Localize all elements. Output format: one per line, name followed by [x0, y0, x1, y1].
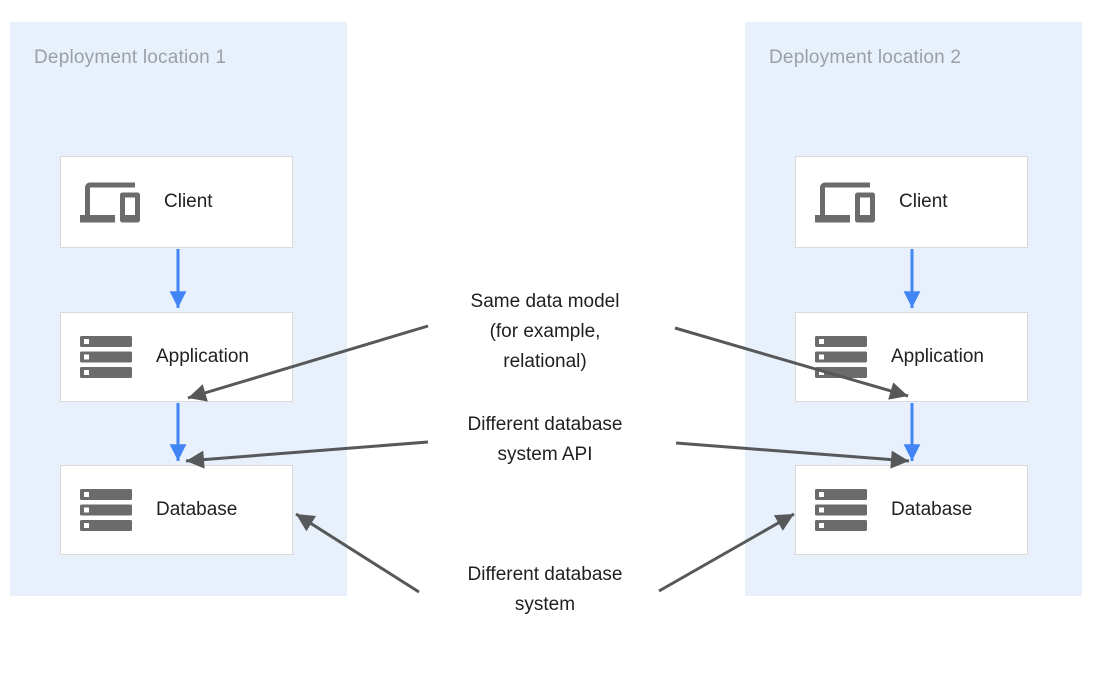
- application-label: Application: [156, 346, 249, 367]
- database-label: Database: [891, 499, 973, 520]
- storage-icon: [80, 336, 132, 378]
- client-node-2: Client: [795, 156, 1028, 248]
- devices-icon: [815, 182, 875, 222]
- client-label: Client: [164, 191, 213, 212]
- annotation-same-data-model: Same data model (for example, relational…: [470, 291, 620, 372]
- database-label: Database: [156, 499, 238, 520]
- deployment-location-2-panel: Deployment location 2 Client App: [745, 22, 1082, 596]
- application-node-2: Application: [795, 312, 1028, 402]
- deployment-location-1-panel: Deployment location 1 Client App: [10, 22, 347, 596]
- database-node-2: Database: [795, 465, 1028, 555]
- annotation-different-database-system-api: Different database system API: [467, 414, 623, 465]
- application-node-1: Application: [60, 312, 293, 402]
- storage-icon: [80, 489, 132, 531]
- storage-icon: [815, 336, 867, 378]
- devices-icon: [80, 182, 140, 222]
- client-label: Client: [899, 191, 948, 212]
- deployment-location-1-title: Deployment location 1: [34, 47, 227, 68]
- storage-icon: [815, 489, 867, 531]
- deployment-location-2-title: Deployment location 2: [769, 47, 962, 68]
- application-label: Application: [891, 346, 984, 367]
- database-node-1: Database: [60, 465, 293, 555]
- annotation-different-database-system: Different database system: [467, 564, 623, 615]
- client-node-1: Client: [60, 156, 293, 248]
